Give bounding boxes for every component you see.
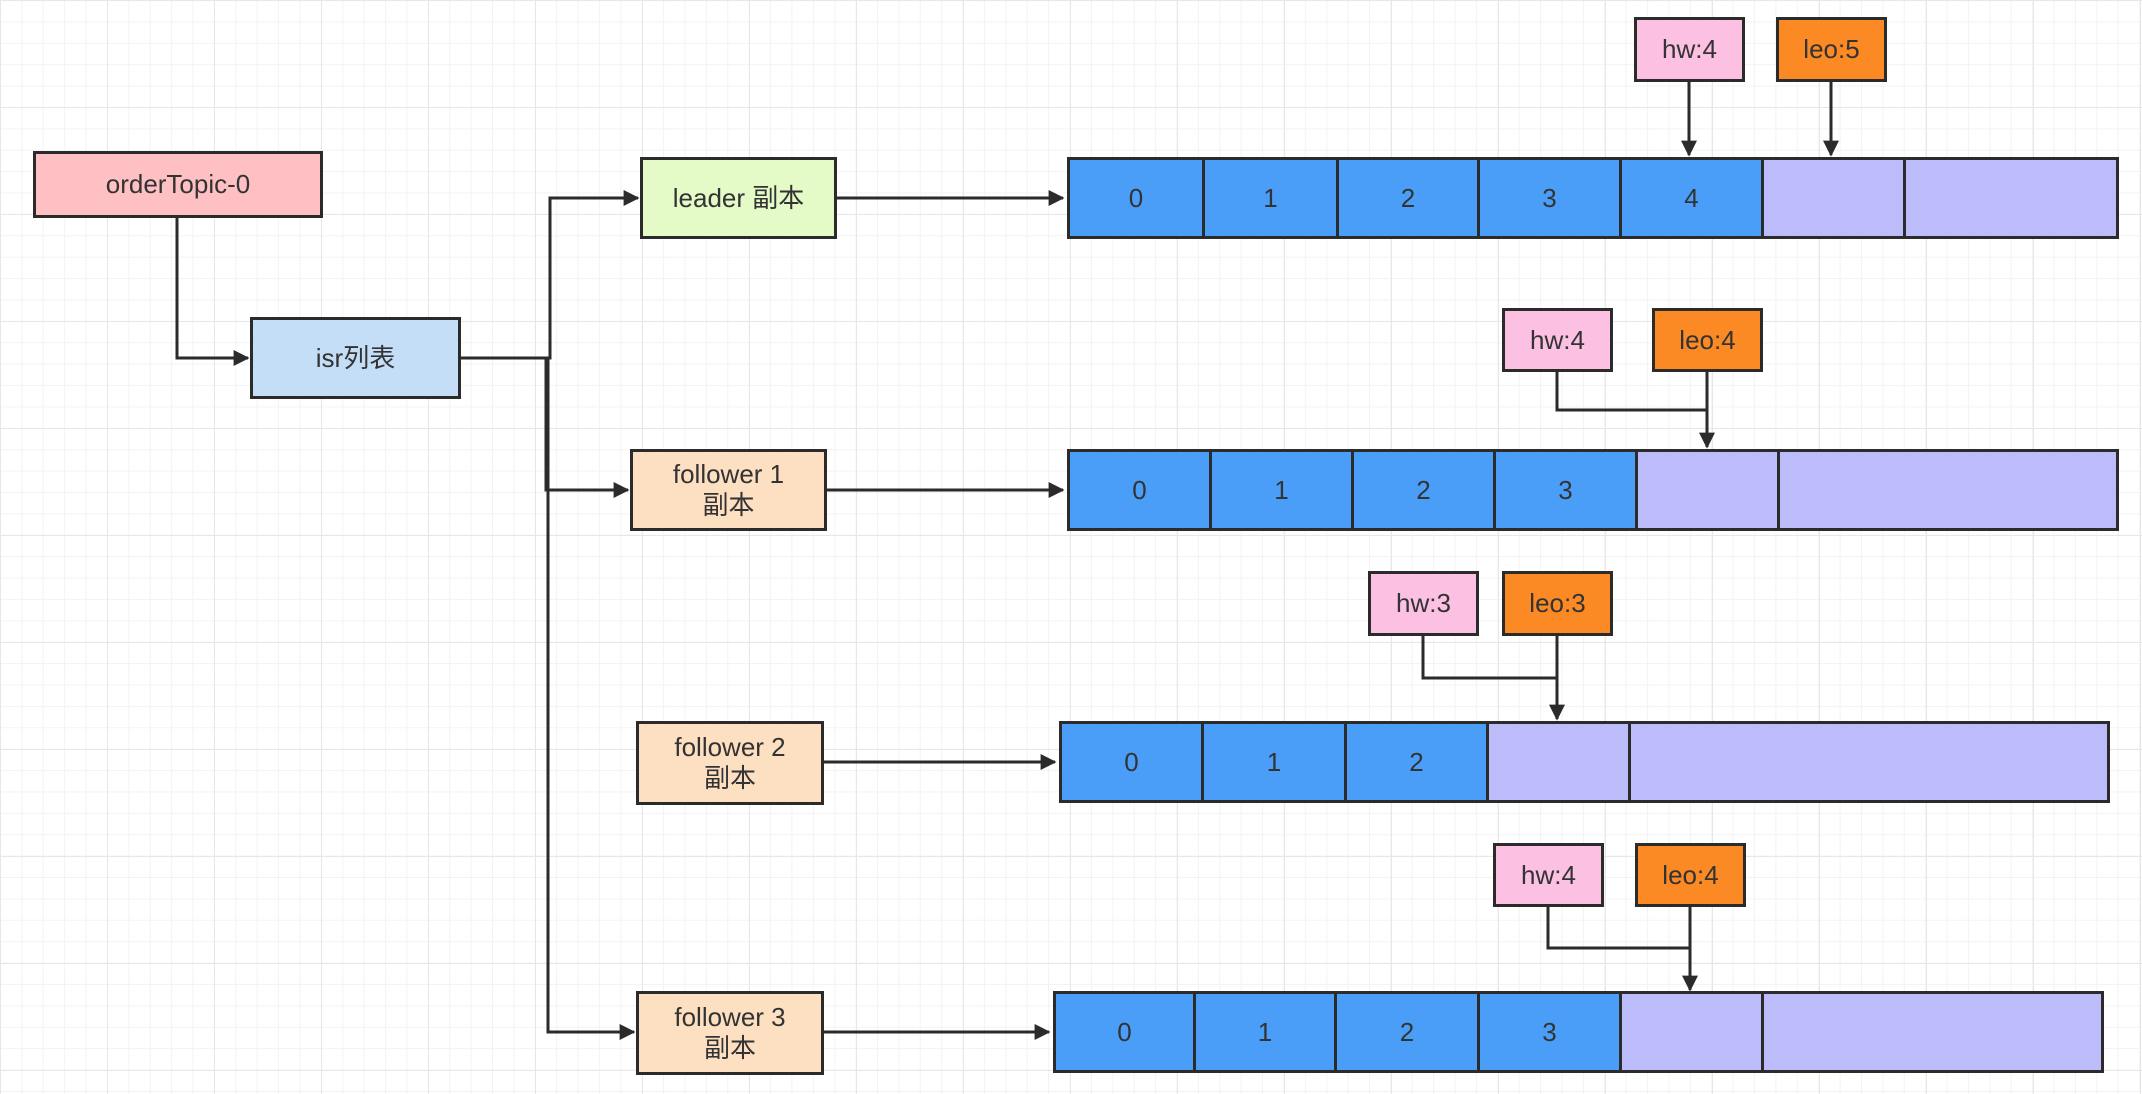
topic-box: orderTopic-0	[33, 151, 323, 218]
log-offset-label: 2	[1399, 1016, 1415, 1047]
log-empty-cell	[1628, 721, 2110, 803]
log-offset-label: 0	[1117, 1016, 1132, 1047]
replica-name-line1: leader 副本	[672, 182, 805, 213]
isr-to-follower1-arrow	[460, 356, 630, 498]
log-empty-cell	[1777, 449, 2119, 531]
follower1-hw-marker: hw:4	[1502, 308, 1613, 372]
follower1-leo-marker: leo:4	[1652, 308, 1763, 372]
log-offset-label: 4	[1684, 182, 1699, 213]
isr-box: isr列表	[250, 317, 461, 399]
log-message-cell: 0	[1067, 449, 1212, 531]
log-offset-label: 3	[1558, 474, 1573, 505]
log-offset-label: 1	[1266, 746, 1282, 777]
leader-replica-box: leader 副本	[640, 157, 837, 239]
replica-name-line1: follower 3	[674, 1002, 786, 1032]
follower3-hw-pointer	[1546, 905, 1690, 950]
log-message-cell: 1	[1209, 449, 1354, 531]
hw-label: hw:3	[1396, 588, 1451, 618]
hw-label: hw:4	[1530, 324, 1585, 355]
isr-to-follower3-arrow	[546, 356, 636, 1040]
log-message-cell: 3	[1477, 157, 1622, 239]
log-message-cell: 3	[1493, 449, 1638, 531]
follower2-replica-box: follower 2 副本	[636, 721, 824, 805]
log-message-cell: 1	[1201, 721, 1347, 803]
replica-name-line2: 副本	[702, 490, 755, 520]
follower2-hw-pointer	[1421, 634, 1557, 680]
log-offset-label: 2	[1416, 474, 1431, 505]
replica-name-line1: follower 1	[672, 459, 785, 489]
leo-label: leo:4	[1662, 859, 1719, 890]
log-empty-cell	[1903, 157, 2119, 239]
leo-label: leo:3	[1529, 588, 1586, 618]
follower1-hw-pointer	[1555, 370, 1707, 412]
log-offset-label: 1	[1263, 182, 1278, 213]
follower3-replica-box: follower 3 副本	[636, 991, 824, 1075]
leo-label: leo:4	[1679, 324, 1736, 355]
log-offset-label: 3	[1542, 1016, 1557, 1047]
log-message-cell: 0	[1053, 991, 1196, 1073]
leader-leo-marker: leo:5	[1776, 17, 1887, 82]
log-message-cell: 1	[1202, 157, 1339, 239]
isr-to-leader-arrow	[460, 190, 640, 360]
log-offset-label: 3	[1542, 182, 1557, 213]
log-message-cell: 2	[1336, 157, 1480, 239]
leader-hw-marker: hw:4	[1634, 17, 1745, 82]
log-offset-label: 0	[1128, 182, 1144, 213]
isr-label: isr列表	[315, 342, 396, 373]
leo-label: leo:5	[1803, 34, 1860, 64]
topic-label: orderTopic-0	[105, 169, 251, 199]
hw-label: hw:4	[1521, 859, 1576, 890]
log-offset-label: 2	[1409, 746, 1424, 777]
hw-label: hw:4	[1662, 34, 1717, 64]
follower3-hw-marker: hw:4	[1493, 843, 1604, 907]
log-message-cell: 2	[1351, 449, 1496, 531]
follower2-hw-marker: hw:3	[1368, 571, 1479, 636]
log-empty-cell	[1761, 157, 1906, 239]
log-offset-label: 2	[1400, 182, 1416, 213]
log-message-cell: 0	[1067, 157, 1205, 239]
log-message-cell: 3	[1477, 991, 1622, 1073]
log-message-cell: 2	[1334, 991, 1480, 1073]
log-empty-cell	[1619, 991, 1764, 1073]
log-message-cell: 4	[1619, 157, 1764, 239]
log-empty-cell	[1635, 449, 1780, 531]
follower1-replica-box: follower 1 副本	[630, 449, 827, 531]
replica-name-line2: 副本	[703, 763, 756, 793]
follower3-leo-marker: leo:4	[1635, 843, 1746, 907]
replica-name-line1: follower 2	[674, 732, 786, 762]
log-offset-label: 1	[1257, 1016, 1273, 1047]
log-empty-cell	[1761, 991, 2104, 1073]
log-offset-label: 0	[1132, 474, 1147, 505]
log-message-cell: 1	[1193, 991, 1337, 1073]
log-offset-label: 1	[1274, 474, 1289, 505]
log-message-cell: 2	[1344, 721, 1489, 803]
log-message-cell: 0	[1059, 721, 1204, 803]
follower2-leo-marker: leo:3	[1502, 571, 1613, 636]
log-empty-cell	[1486, 721, 1631, 803]
topic-to-isr-arrow	[175, 216, 250, 366]
replica-name-line2: 副本	[703, 1033, 756, 1063]
log-offset-label: 0	[1124, 746, 1139, 777]
